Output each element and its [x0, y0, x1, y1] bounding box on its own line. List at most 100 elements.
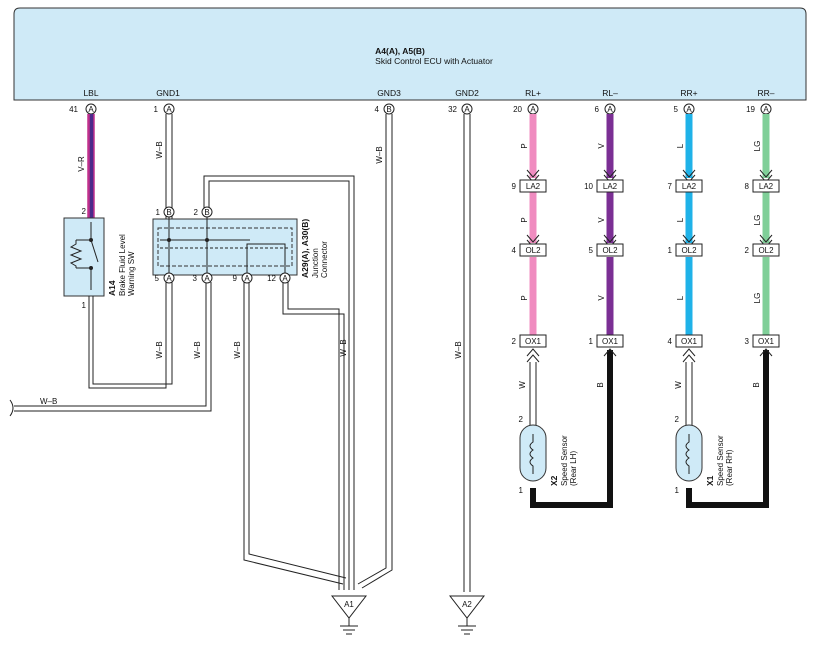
terminal-name: GND2: [455, 88, 479, 98]
ground-wire-labels: W–B W–B W–B W–B W–B W–B W–B W–B: [40, 141, 463, 406]
wire-color-lbl: V–R: [77, 156, 86, 172]
wire-color-3: V: [597, 295, 606, 301]
terminal-conn: A: [166, 105, 172, 114]
speed-sensor-rear-rh: 2 1 X1 Speed Sensor (Rear RH): [675, 415, 734, 495]
conn-la2: LA2: [603, 182, 618, 191]
junction-top-conn-1: B: [166, 208, 171, 217]
switch-pin-top: 2: [82, 207, 87, 216]
pin-ol2: 4: [512, 246, 517, 255]
conn-la2: LA2: [759, 182, 774, 191]
sensor-wire-color-rl-minus: B: [596, 382, 605, 387]
wire-color-1: L: [676, 143, 685, 148]
ecu-code: A4(A), A5(B): [375, 46, 425, 56]
terminal-name: LBL: [83, 88, 98, 98]
conn-la2: LA2: [682, 182, 697, 191]
ground-harness: [9, 114, 471, 592]
ground-a2: A2: [448, 595, 486, 635]
wire-color-3: P: [520, 295, 529, 300]
junction-connector: B 1 B 2 A 5 A 3 A 9 A 12 A29(A), A30(B) …: [152, 206, 329, 284]
wire-color-2: L: [676, 217, 685, 222]
junction-bottom-conn-2: A: [204, 274, 210, 283]
ground-label-a1: A1: [344, 600, 354, 609]
conn-ol2: OL2: [525, 246, 541, 255]
conn-ox1: OX1: [758, 337, 775, 346]
terminal-name: RR–: [757, 88, 774, 98]
switch-name-2: Warning SW: [127, 251, 136, 296]
wire-color-3: L: [676, 295, 685, 300]
sensor-side: (Rear LH): [569, 451, 578, 486]
terminal-name: GND3: [377, 88, 401, 98]
wire-color-2: LG: [753, 215, 762, 226]
wire-color-2: V: [597, 217, 606, 223]
wire-color-3: LG: [753, 293, 762, 304]
terminal-pin: 5: [674, 105, 679, 114]
junction-top-pin-1: 1: [156, 208, 161, 217]
sensor-pin-bottom: 1: [519, 486, 524, 495]
conn-ol2: OL2: [602, 246, 618, 255]
wire-color-2: P: [520, 217, 529, 222]
ground-a1: A1: [330, 595, 368, 635]
switch-pin-bottom: 1: [82, 301, 87, 310]
wire-lbl: V–R: [77, 114, 95, 218]
wire-label-gnd1: W–B: [155, 141, 164, 158]
junction-bottom-pin-4: 12: [267, 274, 276, 283]
conn-ol2: OL2: [758, 246, 774, 255]
ecu-terminal-gnd1: GND1 1 A: [154, 88, 180, 115]
sensor-name: Speed Sensor: [716, 435, 725, 486]
terminal-conn: A: [88, 105, 94, 114]
sensor-wire-rl-plus: P P P LA2 9 OL2 4 OX1 2: [512, 114, 547, 348]
ecu-terminal-gnd2: GND2 32 A: [448, 88, 479, 115]
sensor-name: Speed Sensor: [560, 435, 569, 486]
pin-ox1: 3: [745, 337, 750, 346]
pin-ox1: 4: [668, 337, 673, 346]
terminal-conn: B: [386, 105, 391, 114]
wire-label-j9: W–B: [233, 341, 242, 358]
sensor-wire-rl-minus: V V V LA2 10 OL2 5 OX1 1: [584, 114, 624, 348]
ecu-terminal-lbl: LBL 41 A: [69, 88, 99, 115]
switch-code: A14: [107, 280, 117, 296]
sensor-code: X2: [549, 475, 559, 486]
ecu-block: A4(A), A5(B) Skid Control ECU with Actua…: [13, 7, 807, 101]
brake-fluid-switch: 2 1 A14 Brake Fluid Level Warning SW: [63, 207, 136, 310]
wire-color-1: LG: [753, 141, 762, 152]
pin-ox1: 1: [589, 337, 594, 346]
terminal-pin: 20: [513, 105, 522, 114]
terminal-pin: 41: [69, 105, 78, 114]
wire-label-j3: W–B: [193, 341, 202, 358]
switch-name-1: Brake Fluid Level: [118, 234, 127, 296]
terminal-name: RL–: [602, 88, 618, 98]
ecu-terminal-rr-plus: RR+ 5 A: [674, 88, 698, 115]
terminal-conn: A: [686, 105, 692, 114]
junction-bottom-conn-3: A: [244, 274, 250, 283]
junction-bottom-pin-2: 3: [193, 274, 198, 283]
wire-color-1: V: [597, 143, 606, 149]
terminal-pin: 4: [375, 105, 380, 114]
conn-ox1: OX1: [525, 337, 542, 346]
ecu-name: Skid Control ECU with Actuator: [375, 56, 493, 66]
wire-label-left: W–B: [40, 397, 57, 406]
junction-code: A29(A), A30(B): [300, 219, 310, 278]
wire-label-gnd2: W–B: [454, 341, 463, 358]
ecu-terminal-gnd3: GND3 4 B: [375, 88, 401, 115]
sensor-pin-top: 2: [519, 415, 524, 424]
wire-label-gnd3: W–B: [375, 146, 384, 163]
terminal-conn: A: [607, 105, 613, 114]
terminal-name: GND1: [156, 88, 180, 98]
junction-top-pin-2: 2: [194, 208, 199, 217]
sensor-wire-color-rr-minus: B: [752, 382, 761, 387]
terminal-conn: A: [763, 105, 769, 114]
terminal-name: RL+: [525, 88, 541, 98]
conn-ol2: OL2: [681, 246, 697, 255]
terminal-conn: A: [530, 105, 536, 114]
pin-la2: 10: [584, 182, 593, 191]
junction-bottom-conn-4: A: [282, 274, 288, 283]
pin-la2: 9: [512, 182, 517, 191]
terminal-pin: 32: [448, 105, 457, 114]
sensor-code: X1: [705, 475, 715, 486]
terminal-pin: 1: [154, 105, 159, 114]
junction-bottom-pin-1: 5: [155, 274, 160, 283]
sensor-wire-rr-minus: LG LG LG LA2 8 OL2 2 OX1 3: [745, 114, 780, 348]
sensor-wire-color-rr-plus: W: [674, 381, 683, 389]
pin-la2: 7: [668, 182, 673, 191]
